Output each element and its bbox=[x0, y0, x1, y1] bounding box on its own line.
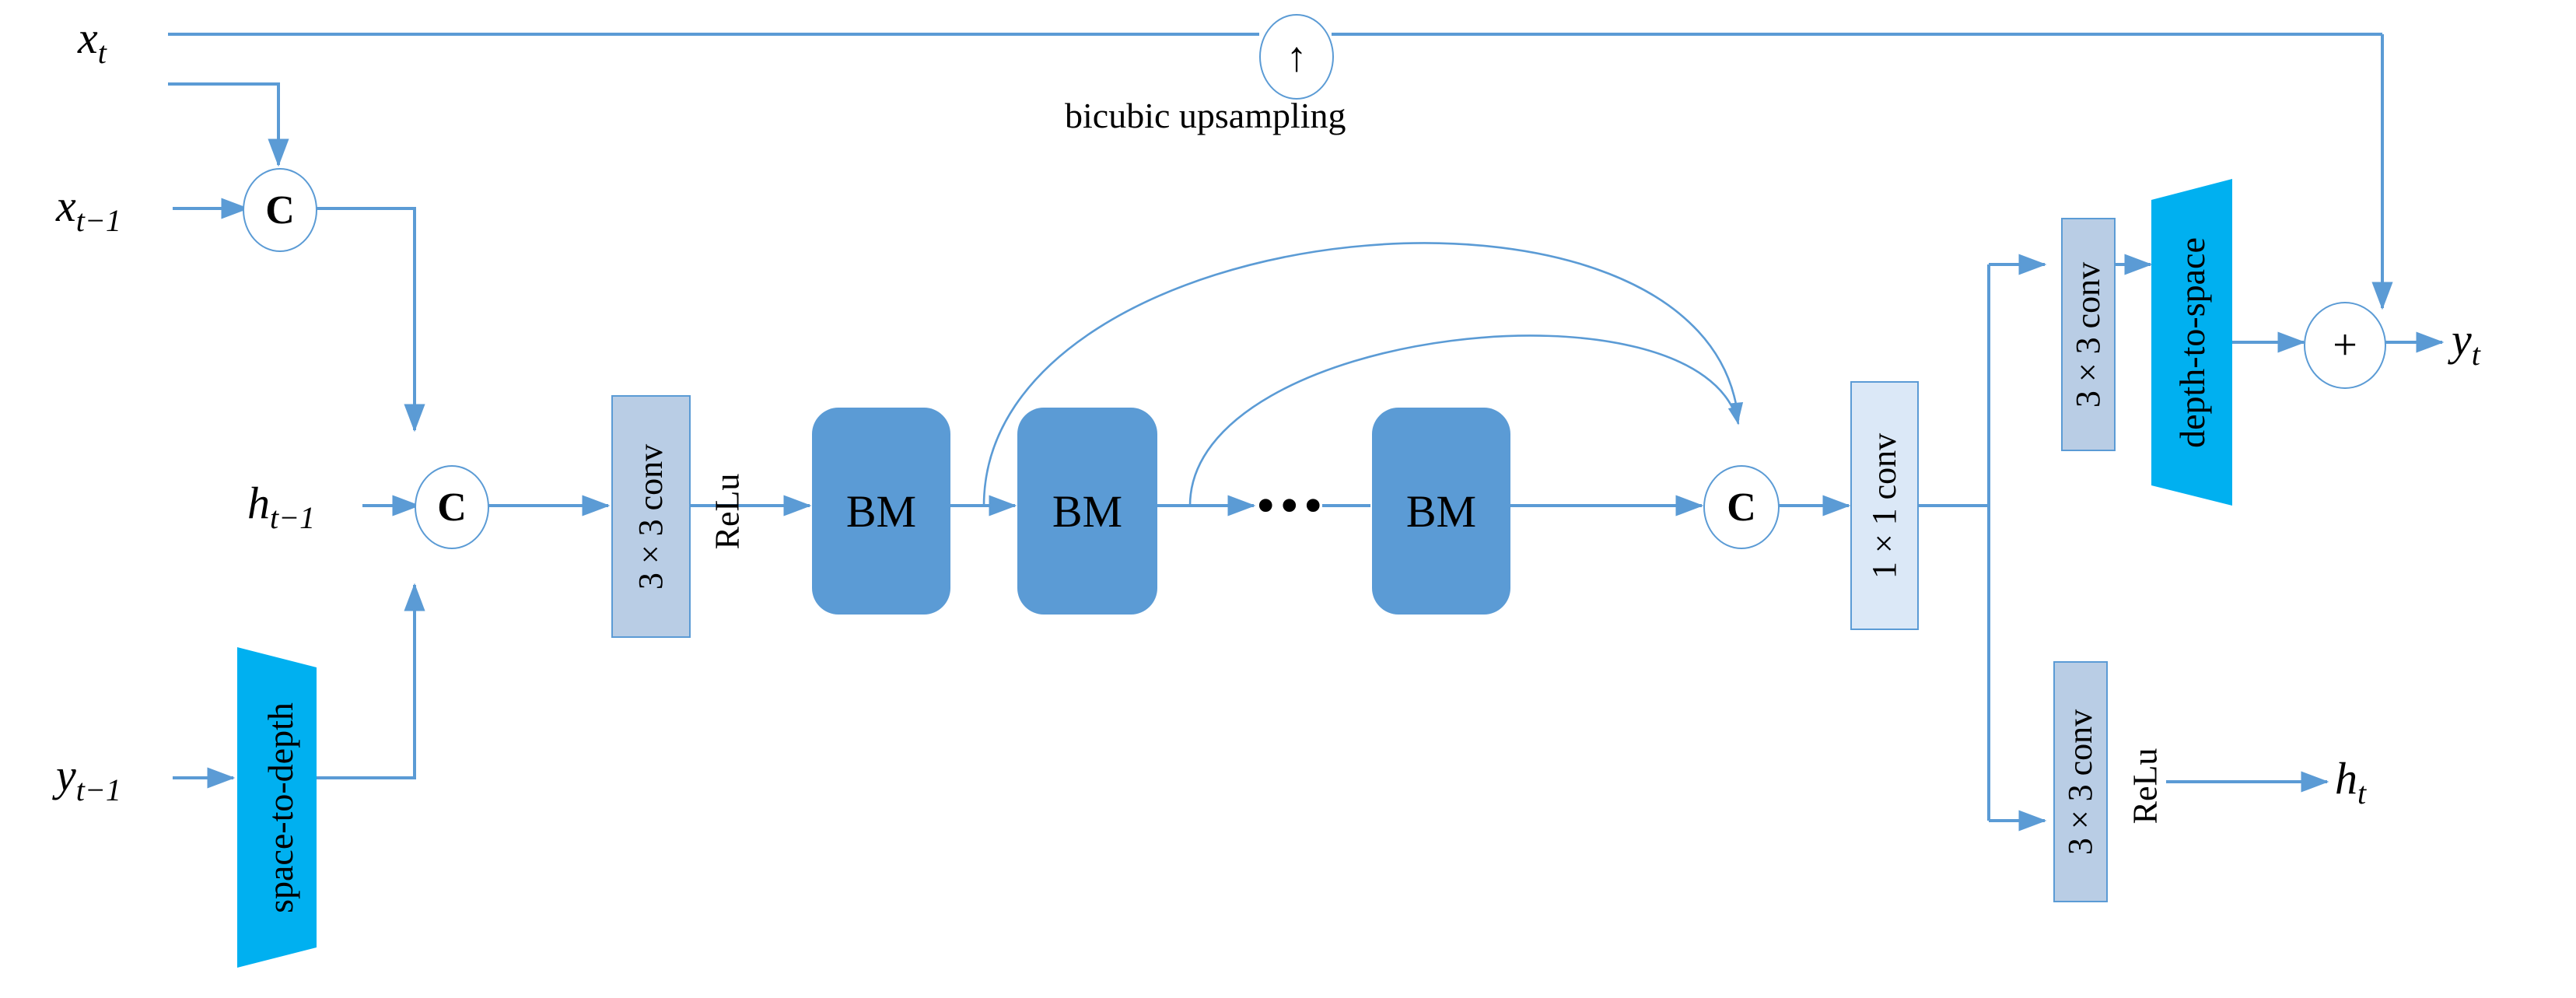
depth-to-space-label: depth-to-space bbox=[2172, 236, 2212, 448]
symbol-base: h bbox=[2335, 753, 2357, 804]
plus-glyph: + bbox=[2333, 321, 2357, 369]
symbol-sub: t bbox=[2357, 775, 2367, 811]
input-label-h-t-minus-1: ht−1 bbox=[247, 481, 315, 534]
space-to-depth-shape bbox=[237, 647, 317, 968]
symbol-sub: t−1 bbox=[270, 499, 316, 535]
bm-label: BM bbox=[845, 485, 917, 537]
symbol-base: x bbox=[56, 180, 76, 231]
symbol-sub: t bbox=[2471, 336, 2480, 372]
space-to-depth-block[interactable]: space-to-depth bbox=[233, 647, 327, 968]
input-label-x-t: xt bbox=[78, 16, 107, 68]
bm-chain-ellipsis: ••• bbox=[1256, 476, 1328, 536]
concat-glyph: C bbox=[1727, 485, 1756, 530]
bm-label: BM bbox=[1405, 485, 1477, 537]
concat-node-3[interactable]: C bbox=[1703, 465, 1780, 549]
depth-to-space-label-wrap: depth-to-space bbox=[2147, 179, 2237, 506]
symbol-base: h bbox=[247, 478, 270, 528]
symbol-sub: t−1 bbox=[75, 202, 121, 238]
conv-1x1-merge[interactable]: 1 × 1 conv bbox=[1850, 381, 1919, 630]
conv-3x3-head[interactable]: 3 × 3 conv bbox=[611, 395, 691, 638]
space-to-depth-label-wrap: space-to-depth bbox=[233, 647, 327, 968]
output-label-h-t: ht bbox=[2335, 756, 2366, 809]
conv-3x3-recon[interactable]: 3 × 3 conv bbox=[2061, 218, 2116, 451]
depth-to-space-shape bbox=[2151, 179, 2232, 506]
conv-3x3-head-label: 3 × 3 conv bbox=[632, 443, 670, 590]
symbol-sub: t bbox=[97, 34, 107, 70]
up-arrow-icon: ↑ bbox=[1286, 33, 1307, 80]
bm-label: BM bbox=[1052, 485, 1123, 537]
conv-3x3-hidden[interactable]: 3 × 3 conv bbox=[2053, 661, 2108, 902]
relu-label-hidden: ReLu bbox=[2126, 748, 2165, 825]
conv-1x1-merge-label: 1 × 1 conv bbox=[1865, 432, 1904, 579]
bicubic-upsampling-caption: bicubic upsampling bbox=[1065, 96, 1346, 135]
conv-3x3-hidden-label: 3 × 3 conv bbox=[2061, 709, 2100, 855]
add-node[interactable]: + bbox=[2304, 302, 2386, 389]
symbol-sub: t−1 bbox=[75, 772, 121, 807]
concat-node-2[interactable]: C bbox=[415, 465, 489, 549]
bm-block-1[interactable]: BM bbox=[812, 408, 950, 615]
relu-label-head: ReLu bbox=[708, 473, 747, 550]
input-label-x-t-minus-1: xt−1 bbox=[56, 184, 121, 236]
upsample-node[interactable]: ↑ bbox=[1259, 14, 1334, 100]
concat-glyph: C bbox=[265, 187, 295, 233]
input-label-y-t-minus-1: yt−1 bbox=[56, 753, 121, 806]
output-label-y-t: yt bbox=[2452, 317, 2480, 370]
symbol-base: x bbox=[78, 12, 98, 63]
bm-block-3[interactable]: BM bbox=[1372, 408, 1510, 615]
space-to-depth-label: space-to-depth bbox=[260, 702, 300, 913]
concat-node-1[interactable]: C bbox=[243, 168, 317, 252]
concat-glyph: C bbox=[437, 485, 467, 530]
symbol-base: y bbox=[2452, 314, 2472, 365]
bm-block-2[interactable]: BM bbox=[1017, 408, 1157, 615]
conv-3x3-recon-label: 3 × 3 conv bbox=[2069, 261, 2108, 408]
depth-to-space-block[interactable]: depth-to-space bbox=[2147, 179, 2237, 506]
symbol-base: y bbox=[56, 750, 76, 800]
